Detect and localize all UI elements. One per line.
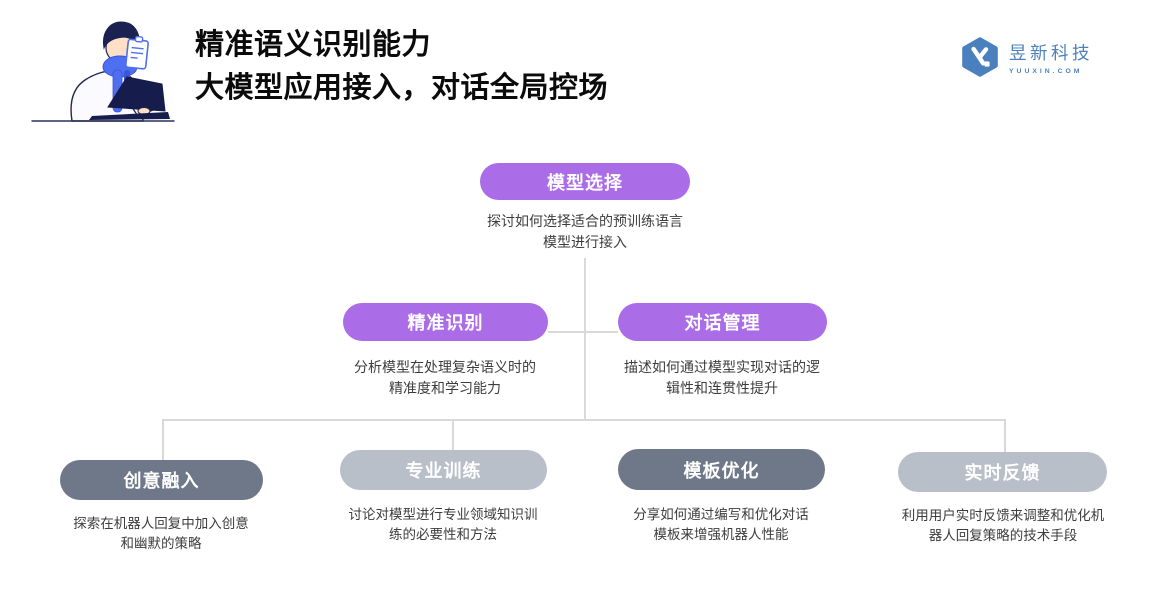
node-model-selection-desc: 探讨如何选择适合的预训练语言 模型进行接入 bbox=[455, 211, 715, 253]
node-template-optimization: 模板优化 bbox=[618, 449, 825, 490]
node-dialog-management: 对话管理 bbox=[618, 303, 827, 341]
page-title: 精准语义识别能力 大模型应用接入，对话全局控场 bbox=[195, 24, 608, 110]
brand-name: 昱新科技 bbox=[1009, 42, 1093, 63]
desc-line: 和幽默的策略 bbox=[120, 536, 202, 551]
node-creative-integration-desc: 探索在机器人回复中加入创意 和幽默的策略 bbox=[31, 514, 291, 554]
page-title-line1: 精准语义识别能力 bbox=[195, 29, 432, 61]
node-accurate-recognition: 精准识别 bbox=[343, 303, 548, 341]
person-laptop-illustration bbox=[31, 21, 175, 122]
desc-line: 精准度和学习能力 bbox=[389, 380, 501, 396]
node-dialog-management-desc: 描述如何通过模型实现对话的逻 辑性和连贯性提升 bbox=[592, 357, 852, 399]
node-creative-integration: 创意融入 bbox=[60, 460, 263, 500]
connector-level3-horizontal bbox=[163, 419, 1006, 421]
node-realtime-feedback: 实时反馈 bbox=[898, 452, 1107, 492]
clipboard-icon bbox=[125, 35, 149, 70]
desc-line: 模型进行接入 bbox=[543, 234, 627, 250]
desc-line: 模板来增强机器人性能 bbox=[653, 527, 789, 542]
page-title-line2: 大模型应用接入，对话全局控场 bbox=[195, 72, 609, 104]
logo-hexagon-icon bbox=[962, 37, 998, 77]
desc-line: 利用用户实时反馈来调整和优化机 bbox=[901, 508, 1105, 523]
desc-line: 探讨如何选择适合的预训练语言 bbox=[487, 213, 683, 229]
node-professional-training: 专业训练 bbox=[340, 450, 547, 490]
node-professional-training-desc: 讨论对模型进行专业领域知识训 练的必要性和方法 bbox=[313, 505, 573, 545]
desc-line: 描述如何通过模型实现对话的逻 bbox=[624, 359, 820, 375]
desc-line: 探索在机器人回复中加入创意 bbox=[73, 516, 249, 531]
laptop-base bbox=[89, 112, 170, 120]
connector-level2-horizontal bbox=[548, 331, 618, 333]
fringe-shape bbox=[105, 32, 138, 47]
desc-line: 练的必要性和方法 bbox=[389, 527, 497, 542]
connector-drop-training bbox=[452, 419, 454, 451]
desc-line: 分享如何通过编写和优化对话 bbox=[633, 507, 809, 522]
desc-line: 分析模型在处理复杂语义时的 bbox=[354, 359, 536, 375]
desc-line: 辑性和连贯性提升 bbox=[666, 380, 778, 396]
connector-drop-feedback bbox=[1004, 419, 1006, 453]
desc-line: 讨论对模型进行专业领域知识训 bbox=[348, 507, 538, 522]
node-accurate-recognition-desc: 分析模型在处理复杂语义时的 精准度和学习能力 bbox=[315, 357, 575, 399]
brand-text: 昱新科技 YUUXIN.COM bbox=[1009, 40, 1093, 75]
node-model-selection: 模型选择 bbox=[480, 163, 690, 200]
connector-drop-creative bbox=[162, 419, 164, 461]
desc-line: 器人回复策略的技术手段 bbox=[928, 528, 1078, 543]
brand-domain: YUUXIN.COM bbox=[1009, 67, 1083, 75]
laptop-screen bbox=[107, 76, 166, 112]
node-realtime-feedback-desc: 利用用户实时反馈来调整和优化机 器人回复策略的技术手段 bbox=[872, 506, 1134, 546]
brand-logo: 昱新科技 YUUXIN.COM bbox=[960, 36, 1093, 78]
connector-center-vertical bbox=[584, 258, 586, 420]
node-template-optimization-desc: 分享如何通过编写和优化对话 模板来增强机器人性能 bbox=[591, 505, 851, 545]
